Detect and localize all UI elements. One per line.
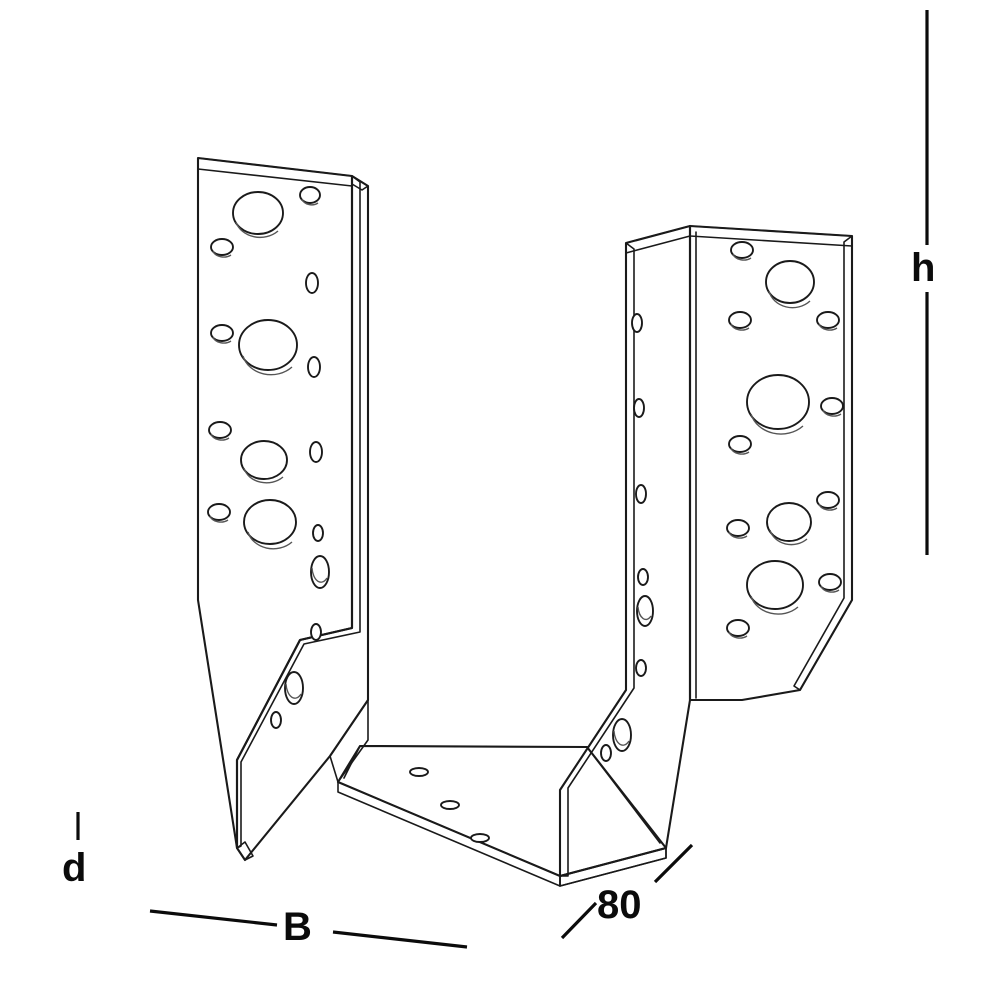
right-outer-large-holes	[746, 260, 815, 615]
left-flange-bottom-edge	[236, 841, 254, 861]
base-plate-front-lip	[337, 781, 561, 887]
base-plate-top-surface	[336, 744, 668, 878]
dimension-line-b-right	[332, 930, 468, 949]
base-plate-right-fold	[586, 746, 661, 844]
right-flange-inner-left-edge	[559, 242, 635, 877]
base-plate-holes	[409, 767, 490, 843]
right-flange-outer-right-edge	[793, 235, 853, 691]
right-outer-small-holes	[726, 241, 844, 639]
left-inner-panel-holes	[270, 272, 330, 729]
dimension-line-80-upper	[653, 843, 694, 884]
left-flange-top-bevel	[197, 157, 353, 187]
dimension-label-b: B	[283, 905, 312, 949]
right-flange-top-bevel	[689, 225, 853, 247]
right-flange-group	[558, 224, 854, 887]
dimension-label-h: h	[911, 246, 936, 290]
dimension-lines-group	[76, 10, 929, 949]
right-flange-bottom-lip	[559, 847, 667, 887]
left-outer-small-holes	[207, 186, 321, 523]
dimension-label-80: 80	[597, 883, 642, 927]
left-flange-group	[196, 156, 370, 862]
base-plate-right-lip	[559, 847, 667, 887]
right-inner-panel-holes	[600, 313, 654, 762]
left-outer-large-holes	[232, 191, 298, 550]
base-plate-left-fold	[343, 745, 361, 779]
dimension-label-d: d	[62, 846, 87, 890]
left-flange-lower-bend	[329, 699, 369, 783]
base-seat-plate-group	[336, 744, 668, 887]
dimension-line-80-lower	[560, 901, 598, 940]
dimension-line-b-left	[149, 909, 278, 927]
right-flange-inner-panel	[558, 224, 692, 878]
left-flange-inner-top-bevel	[351, 175, 369, 191]
